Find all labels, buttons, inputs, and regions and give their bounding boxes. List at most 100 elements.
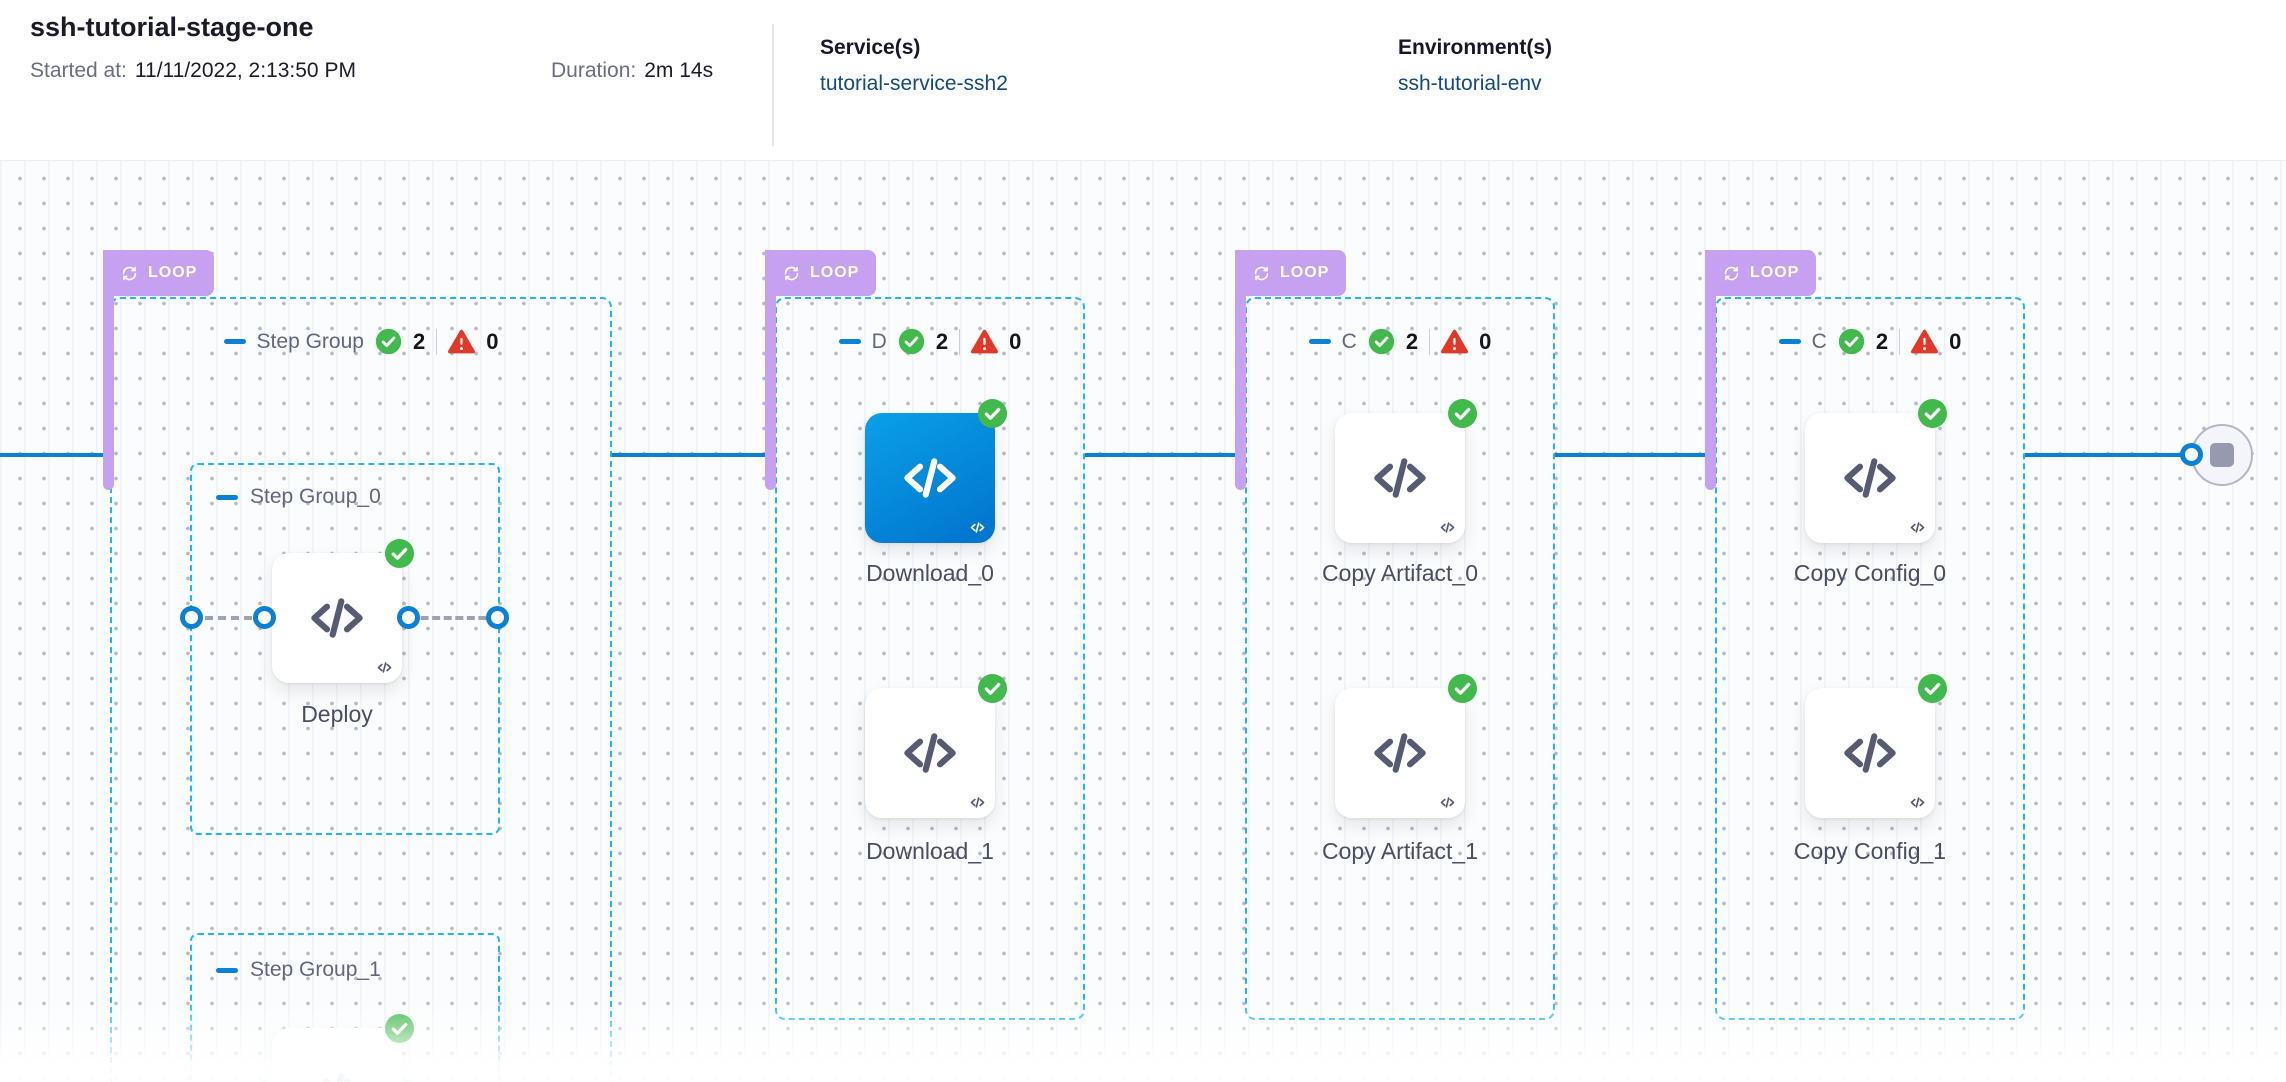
pipeline-canvas[interactable]: LOOP Step Group 2 0 Step Group_0 Deploy … [0,160,2286,1082]
step-group-container [775,297,1085,1020]
step-group-container [1245,297,1555,1020]
port-handle [486,606,509,629]
loop-badge[interactable]: LOOP [1235,250,1347,296]
success-badge-icon [1447,673,1478,704]
loop-badge-label: LOOP [148,264,198,281]
port-handle [2180,443,2203,466]
success-badge-icon [1447,398,1478,429]
header-divider [772,24,774,146]
step-group-title: Step Group_0 [250,485,381,508]
code-icon [898,721,962,785]
count-divider [1899,328,1901,355]
failure-count-icon [971,328,998,355]
code-icon [1838,446,1902,510]
stage-summary-header: ssh-tutorial-stage-one Started at: 11/11… [0,0,2286,160]
stop-icon [2210,443,2234,467]
collapse-icon[interactable] [216,494,238,500]
service-link[interactable]: tutorial-service-ssh2 [820,72,1008,95]
step-group-header[interactable]: D 2 0 [775,328,1085,355]
step-node[interactable] [272,1028,402,1082]
step-node-copy-artifact-1[interactable] [1335,688,1465,818]
dashed-connector [409,616,498,620]
step-label: Download_1 [866,838,994,864]
loop-badge-label: LOOP [810,264,860,281]
failure-count: 0 [486,328,499,354]
loop-matrix-bar [1235,250,1246,490]
code-icon [1838,721,1902,785]
loop-matrix-bar [765,250,776,490]
collapse-icon[interactable] [1778,339,1801,344]
collapse-icon[interactable] [216,967,238,973]
loop-badge[interactable]: LOOP [765,250,877,296]
success-badge-icon [384,538,415,569]
success-count: 2 [1875,328,1889,354]
loop-icon [782,264,801,283]
flow-line-segment [2025,453,2192,457]
loop-badge[interactable]: LOOP [103,250,215,296]
loop-badge-label: LOOP [1750,264,1800,281]
code-corner-icon [969,794,986,811]
step-node-deploy[interactable] [272,553,402,683]
collapse-icon[interactable] [838,339,861,344]
environments-label: Environment(s) [1398,36,1553,59]
port-handle [253,606,276,629]
code-icon [305,586,369,650]
count-divider [436,328,438,355]
step-label: Copy Artifact_0 [1322,560,1478,586]
success-badge-icon [1917,673,1948,704]
step-group-header[interactable]: C 2 0 [1245,328,1555,355]
success-badge-icon [977,673,1008,704]
port-handle [180,606,203,629]
flow-line-segment [1085,453,1237,457]
step-group-title: C [1811,329,1827,353]
code-icon [1368,446,1432,510]
success-count: 2 [412,328,426,354]
success-count-icon [1368,328,1395,355]
loop-badge-label: LOOP [1280,264,1330,281]
loop-badge[interactable]: LOOP [1705,250,1817,296]
loop-icon [1722,264,1741,283]
step-label: Download_0 [866,560,994,586]
success-count: 2 [935,328,949,354]
success-count-icon [898,328,925,355]
step-group-header[interactable]: Step Group 2 0 [110,328,612,355]
step-node-copy-artifact-0[interactable] [1335,413,1465,543]
step-group-header[interactable]: C 2 0 [1715,328,2025,355]
success-badge-icon [1917,398,1948,429]
step-node-download-1[interactable] [865,688,995,818]
collapse-icon[interactable] [1308,339,1331,344]
success-count-icon [375,328,402,355]
started-at-label: Started at: [30,59,127,82]
inner-step-group-header[interactable]: Step Group_1 [216,958,381,982]
step-label: Copy Config_0 [1793,560,1947,586]
success-count: 2 [1405,328,1419,354]
step-label: Copy Config_1 [1793,838,1947,864]
failure-count: 0 [1949,328,1962,354]
inner-step-group-container [190,463,500,835]
started-at: Started at: 11/11/2022, 2:13:50 PM [30,59,356,83]
success-badge-icon [977,398,1008,429]
code-corner-icon [1909,794,1926,811]
step-node-download-0[interactable] [865,413,995,543]
services-label: Service(s) [820,36,921,59]
stage-title: ssh-tutorial-stage-one [30,12,314,42]
step-group-title: Step Group_1 [250,958,381,981]
step-label: Copy Artifact_1 [1322,838,1478,864]
environment-link[interactable]: ssh-tutorial-env [1398,72,1542,95]
failure-count-icon [1911,328,1938,355]
port-handle [397,606,420,629]
inner-step-group-header[interactable]: Step Group_0 [216,485,381,509]
step-node-copy-config-0[interactable] [1805,413,1935,543]
loop-icon [120,264,139,283]
loop-matrix-bar [1705,250,1716,490]
flow-line-segment [612,453,768,457]
loop-matrix-bar [103,250,114,490]
stage-end-node[interactable] [2191,424,2253,486]
step-node-copy-config-1[interactable] [1805,688,1935,818]
count-divider [1429,328,1431,355]
success-count-icon [1838,328,1865,355]
step-group-container [1715,297,2025,1020]
failure-count: 0 [1009,328,1022,354]
duration-label: Duration: [551,59,637,82]
collapse-icon[interactable] [223,339,246,344]
